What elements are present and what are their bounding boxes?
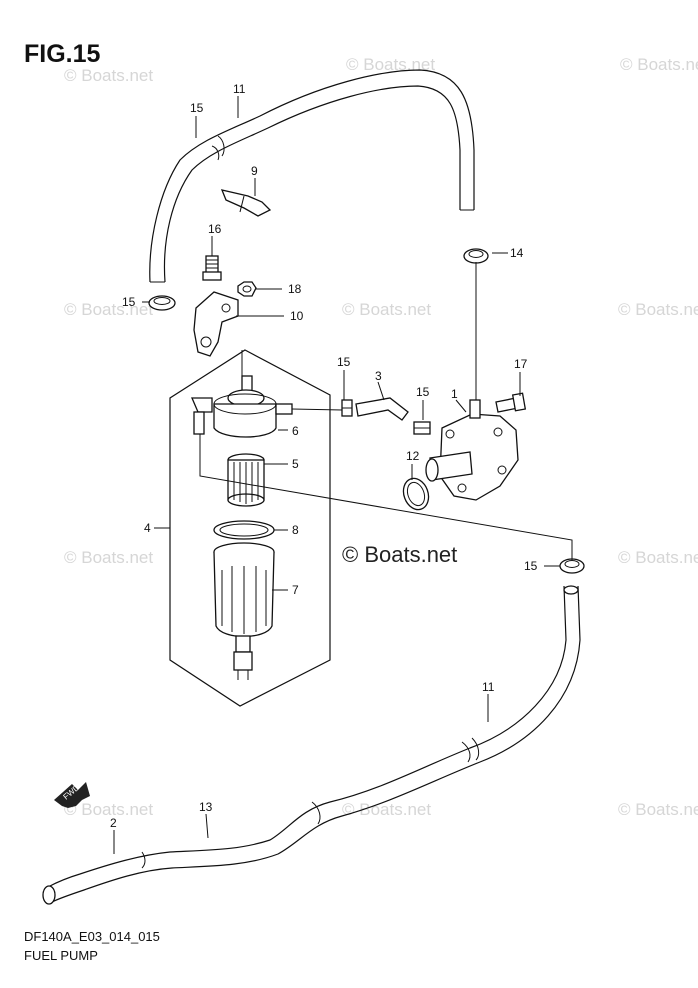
callout-6: 6 <box>292 424 299 438</box>
lower-fuel-hose <box>42 585 581 905</box>
hose-clamp-lower-right <box>559 558 585 574</box>
callout-9: 9 <box>251 164 258 178</box>
callout-11-lower: 11 <box>482 680 495 694</box>
figure-title: FIG.15 <box>24 40 101 68</box>
hose-clamp-pump <box>413 421 431 435</box>
fuel-pump <box>425 399 519 501</box>
filter-assembly-outline <box>169 349 331 707</box>
callout-4: 4 <box>144 521 151 535</box>
callout-15-top-right: 14 <box>510 246 524 260</box>
callout-1: 1 <box>451 387 458 401</box>
callout-7: 7 <box>292 583 299 597</box>
watermark: © Boats.net <box>618 548 698 567</box>
watermark: © Boats.net <box>618 300 698 319</box>
watermark: © Boats.net <box>346 55 436 74</box>
callout-17: 17 <box>514 357 528 371</box>
callout-14: 15 <box>190 101 204 115</box>
callout-13: 12 <box>406 449 420 463</box>
leader-lines <box>113 96 560 854</box>
filter-bowl <box>213 542 275 680</box>
watermark: © Boats.net <box>64 66 154 85</box>
connection-lines <box>199 262 573 560</box>
callout-10: 10 <box>290 309 304 323</box>
watermark: © Boats.net <box>64 548 154 567</box>
hose-clamp-left <box>148 295 176 311</box>
callout-15-middle: 15 <box>337 355 351 369</box>
filter-element <box>227 453 265 507</box>
callout-2: 2 <box>110 816 117 830</box>
nut-18 <box>237 281 257 297</box>
o-ring-13 <box>402 477 430 511</box>
callout-15-pump: 15 <box>416 385 430 399</box>
bolt-17 <box>495 392 527 413</box>
watermark: © Boats.net <box>620 55 698 74</box>
watermark: © Boats.net <box>64 800 154 819</box>
hose-clamp-top-right <box>463 248 489 264</box>
filter-head <box>191 375 293 438</box>
diagram-name: FUEL PUMP <box>24 948 98 963</box>
fwd-arrow: FWD <box>54 782 90 808</box>
upper-fuel-hose <box>149 69 475 283</box>
callout-15-left: 15 <box>122 295 136 309</box>
callout-8: 8 <box>292 523 299 537</box>
o-ring-8 <box>213 520 275 540</box>
hose-3 <box>355 397 409 421</box>
bracket-10 <box>193 291 239 357</box>
callout-12: 13 <box>199 800 213 814</box>
watermark: © Boats.net <box>64 300 154 319</box>
watermark: © Boats.net <box>342 800 432 819</box>
callout-11-upper: 11 <box>233 82 246 96</box>
diagram-code: DF140A_E03_014_015 <box>24 929 160 944</box>
callout-3: 3 <box>375 369 382 383</box>
callout-18: 18 <box>288 282 302 296</box>
watermark: © Boats.net <box>618 800 698 819</box>
callout-labels: 15 11 9 16 15 18 10 14 15 3 15 1 17 6 5 … <box>110 82 538 830</box>
center-watermark: © Boats.net <box>342 542 458 567</box>
callout-16: 16 <box>208 222 222 236</box>
bolt-16 <box>202 255 222 281</box>
callout-5: 5 <box>292 457 299 471</box>
watermark: © Boats.net <box>342 300 432 319</box>
hose-clip <box>220 189 272 217</box>
callout-15-lower-right: 15 <box>524 559 538 573</box>
hose-clamp-middle <box>341 399 353 417</box>
